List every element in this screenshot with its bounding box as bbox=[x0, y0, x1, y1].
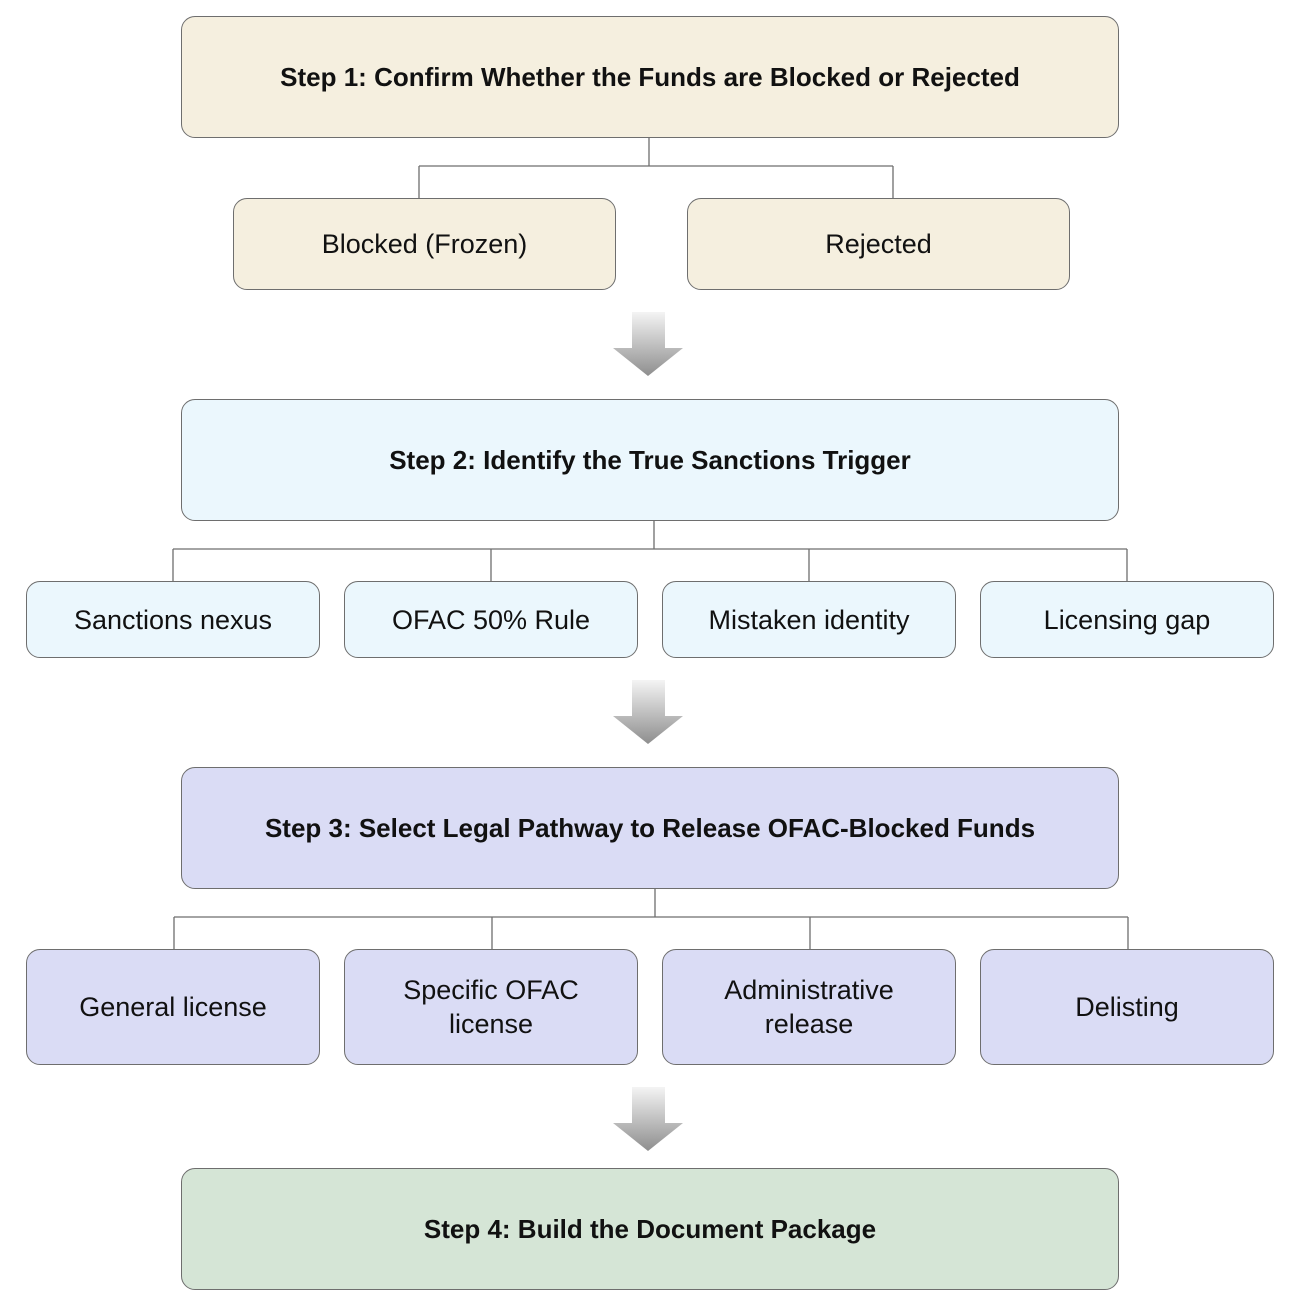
step2-title: Step 2: Identify the True Sanctions Trig… bbox=[389, 444, 911, 475]
step4-title: Step 4: Build the Document Package bbox=[423, 1213, 877, 1244]
option-label: Delisting bbox=[1075, 992, 1179, 1022]
option-label: Specific OFAC license bbox=[403, 975, 579, 1039]
step3-connector bbox=[173, 888, 1129, 950]
down-arrow-2 bbox=[613, 680, 683, 744]
step3-option-specific-ofac-license: Specific OFAC license bbox=[344, 949, 638, 1065]
option-label: Licensing gap bbox=[1043, 604, 1211, 635]
step4-box: Step 4: Build the Document Package bbox=[181, 1168, 1119, 1290]
step1-option-rejected: Rejected bbox=[687, 198, 1070, 290]
option-label: Administrative release bbox=[724, 975, 894, 1039]
option-label: Blocked (Frozen) bbox=[321, 229, 528, 259]
step2-option-mistaken-identity: Mistaken identity bbox=[662, 581, 956, 658]
step2-connector bbox=[172, 520, 1128, 582]
option-label: Sanctions nexus bbox=[73, 604, 273, 635]
option-label: OFAC 50% Rule bbox=[391, 604, 591, 635]
step1-title: Step 1: Confirm Whether the Funds are Bl… bbox=[280, 61, 1020, 92]
step1-box: Step 1: Confirm Whether the Funds are Bl… bbox=[181, 16, 1119, 138]
step3-title: Step 3: Select Legal Pathway to Release … bbox=[264, 812, 1036, 843]
step3-option-administrative-release: Administrative release bbox=[662, 949, 956, 1065]
step1-connector bbox=[418, 137, 894, 199]
option-label: Rejected bbox=[825, 229, 932, 259]
step2-option-ofac-50-rule: OFAC 50% Rule bbox=[344, 581, 638, 658]
step1-option-blocked: Blocked (Frozen) bbox=[233, 198, 616, 290]
down-arrow-1 bbox=[613, 312, 683, 376]
step2-box: Step 2: Identify the True Sanctions Trig… bbox=[181, 399, 1119, 521]
option-label: Mistaken identity bbox=[708, 604, 910, 635]
step2-option-licensing-gap: Licensing gap bbox=[980, 581, 1274, 658]
step3-box: Step 3: Select Legal Pathway to Release … bbox=[181, 767, 1119, 889]
step3-option-general-license: General license bbox=[26, 949, 320, 1065]
step3-option-delisting: Delisting bbox=[980, 949, 1274, 1065]
down-arrow-3 bbox=[613, 1087, 683, 1151]
step2-option-sanctions-nexus: Sanctions nexus bbox=[26, 581, 320, 658]
option-label: General license bbox=[79, 992, 267, 1022]
